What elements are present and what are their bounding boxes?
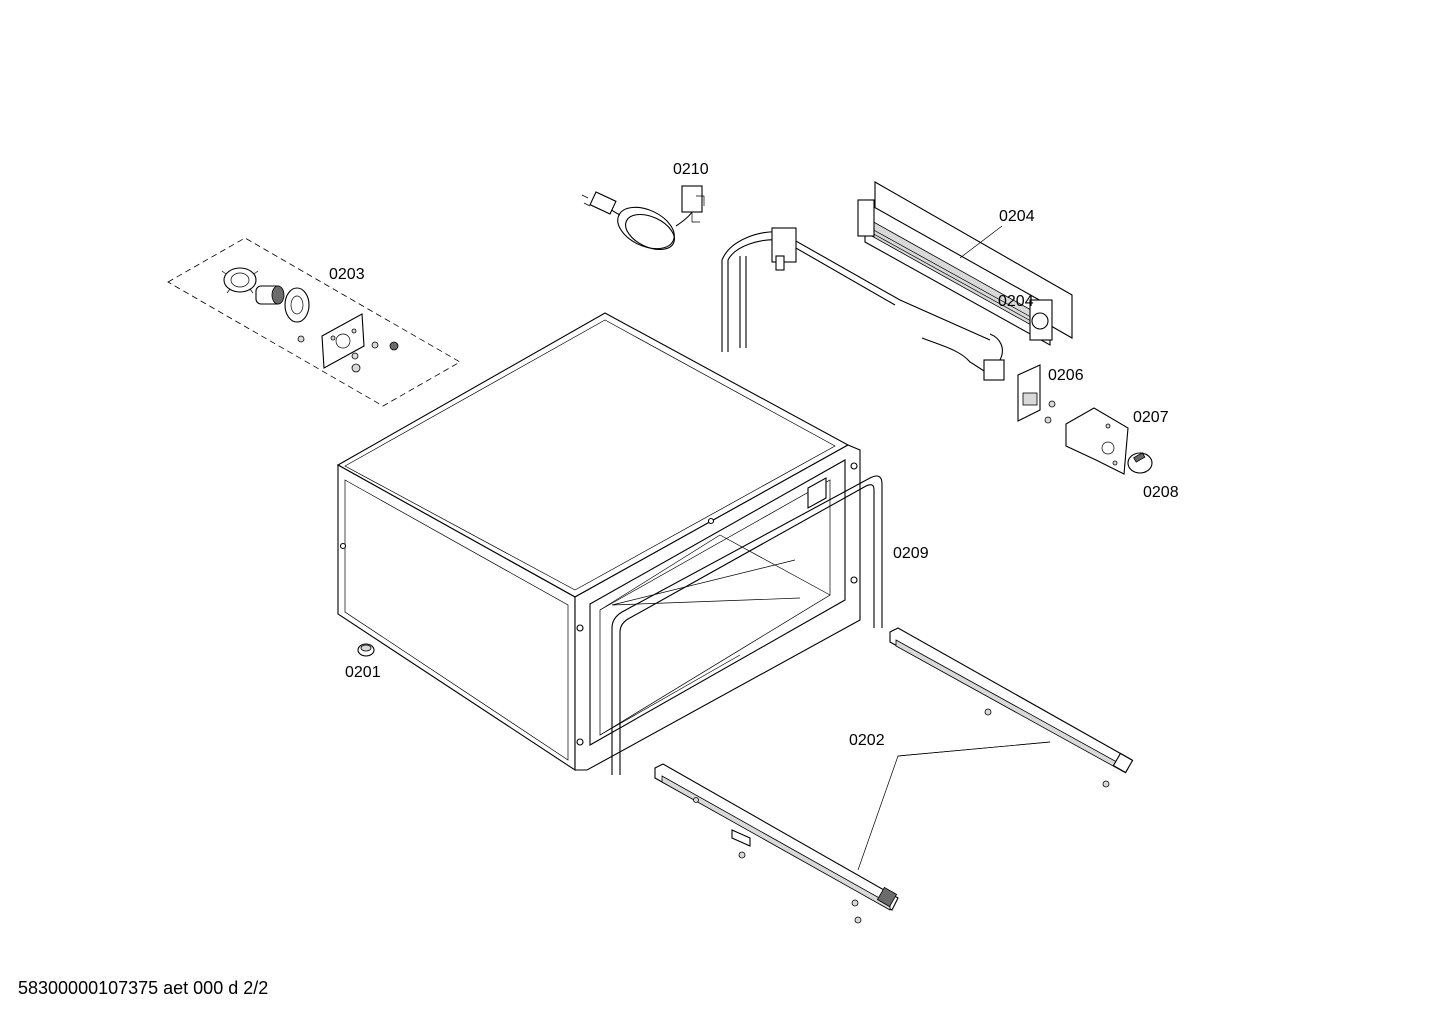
part-0204-fan-assembly	[721, 181, 1073, 381]
part-oven-housing	[336, 312, 861, 772]
label-0204-secondary: 0204	[998, 293, 1034, 310]
label-0204: 0204	[999, 208, 1035, 225]
label-0209: 0209	[893, 545, 929, 562]
label-0202: 0202	[849, 732, 885, 749]
label-0208: 0208	[1143, 484, 1179, 501]
label-0201: 0201	[345, 664, 381, 681]
label-0206: 0206	[1048, 367, 1084, 384]
part-0203-assembly	[167, 237, 461, 407]
label-0210: 0210	[673, 161, 709, 178]
part-0210-power-cord	[581, 185, 705, 251]
leader-lines	[857, 225, 1051, 871]
label-0203: 0203	[329, 266, 365, 283]
part-0206-switch	[1017, 364, 1056, 424]
part-0209-gasket	[611, 475, 883, 775]
label-0207: 0207	[1133, 409, 1169, 426]
part-0208-knob	[1127, 452, 1153, 474]
part-0202-rails	[654, 627, 1134, 924]
part-0207-bracket	[1065, 407, 1129, 475]
document-id: 58300000107375 aet 000 d 2/2	[18, 978, 269, 998]
